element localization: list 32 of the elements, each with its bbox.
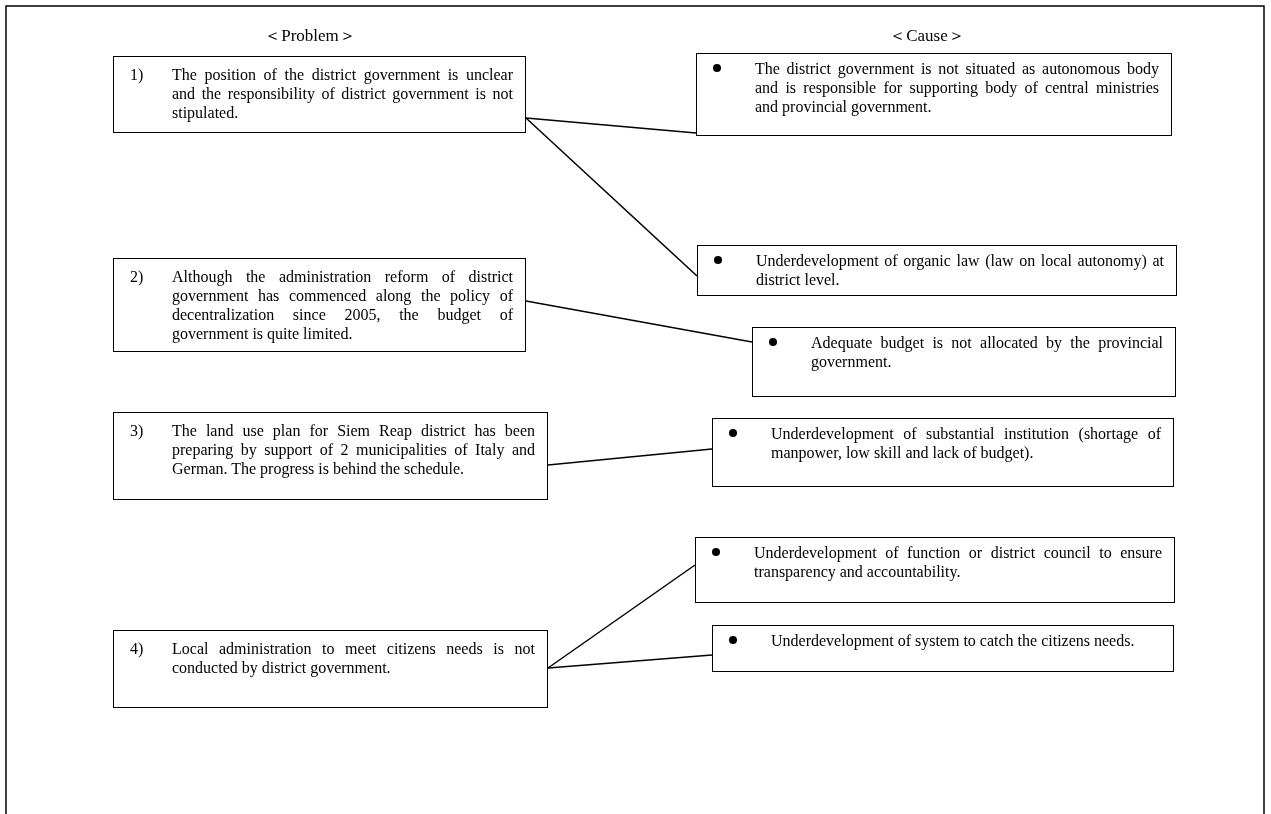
cause-text: Underdevelopment of substantial institution (shortage of manpower, low skill and lack of budget). bbox=[771, 424, 1161, 462]
cause-text: The district government is not situated as autonomous body and is responsible for supporting body of central ministries and provincial government. bbox=[755, 59, 1159, 116]
cause-text: Underdevelopment of function or district council to ensure transparency and accountability. bbox=[754, 543, 1162, 581]
connector-line bbox=[547, 654, 713, 669]
cause-text: Adequate budget is not allocated by the provincial government. bbox=[811, 333, 1163, 371]
problem-text: The position of the district government is unclear and the responsibility of district government is not stipulated. bbox=[172, 65, 513, 122]
cause-box bbox=[695, 537, 1175, 603]
problem-text: Although the administration reform of district government has commenced along the policy of decentralization since 2005, the budget of government is quite limited. bbox=[172, 267, 513, 343]
item-number: 4) bbox=[130, 639, 144, 658]
problem-text: Local administration to meet citizens needs is not conducted by district government. bbox=[172, 639, 535, 677]
problem-box bbox=[113, 630, 548, 708]
column-heading: ＜Cause＞ bbox=[889, 26, 965, 45]
connector-line bbox=[525, 117, 698, 277]
problem-box bbox=[113, 258, 526, 352]
item-number: 1) bbox=[130, 65, 144, 84]
problem-box bbox=[113, 56, 526, 133]
connector-line bbox=[525, 300, 753, 343]
problem-text: The land use plan for Siem Reap district has been preparing by support of 2 municipalities of Italy and German. The progress is behind the schedule. bbox=[172, 421, 535, 478]
cause-text: Underdevelopment of organic law (law on local autonomy) at district level. bbox=[756, 251, 1164, 289]
problem-box bbox=[113, 412, 548, 500]
column-heading: ＜Problem＞ bbox=[264, 26, 356, 45]
cause-box bbox=[696, 53, 1172, 136]
cause-box bbox=[712, 418, 1174, 487]
cause-box bbox=[752, 327, 1176, 397]
connector-line bbox=[547, 564, 696, 669]
cause-box bbox=[697, 245, 1177, 296]
item-number: 3) bbox=[130, 421, 144, 440]
cause-text: Underdevelopment of system to catch the citizens needs. bbox=[771, 631, 1136, 650]
cause-box bbox=[712, 625, 1174, 672]
connector-line bbox=[525, 117, 697, 134]
item-number: 2) bbox=[130, 267, 144, 286]
connector-line bbox=[547, 448, 713, 466]
